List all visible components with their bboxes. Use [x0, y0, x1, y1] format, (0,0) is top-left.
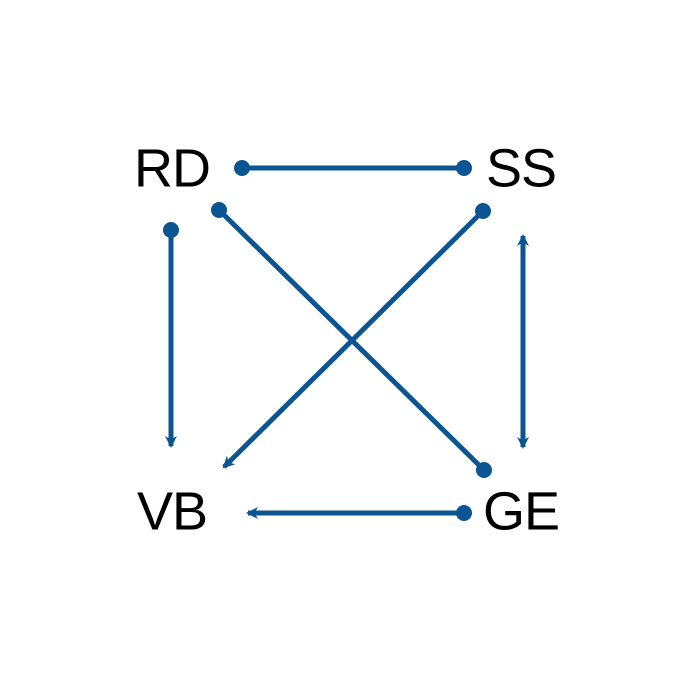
node-rd: RD: [134, 138, 210, 198]
node-ss: SS: [486, 138, 556, 198]
edges-group: [163, 160, 529, 521]
edge-rd-vb-tail-dot: [163, 222, 179, 238]
edge-ss-vb-tail-dot: [475, 203, 491, 219]
edge-rd-ss-head-dot: [456, 160, 472, 176]
edge-rd-ge-tail-dot: [211, 202, 227, 218]
node-ge: GE: [483, 481, 559, 541]
node-vb: VB: [137, 481, 207, 541]
edge-rd-ge-head-dot: [476, 462, 492, 478]
edge-rd-ss-tail-dot: [234, 160, 250, 176]
edge-ss-vb: [222, 209, 485, 469]
edge-ge-vb-tail-dot: [456, 505, 472, 521]
